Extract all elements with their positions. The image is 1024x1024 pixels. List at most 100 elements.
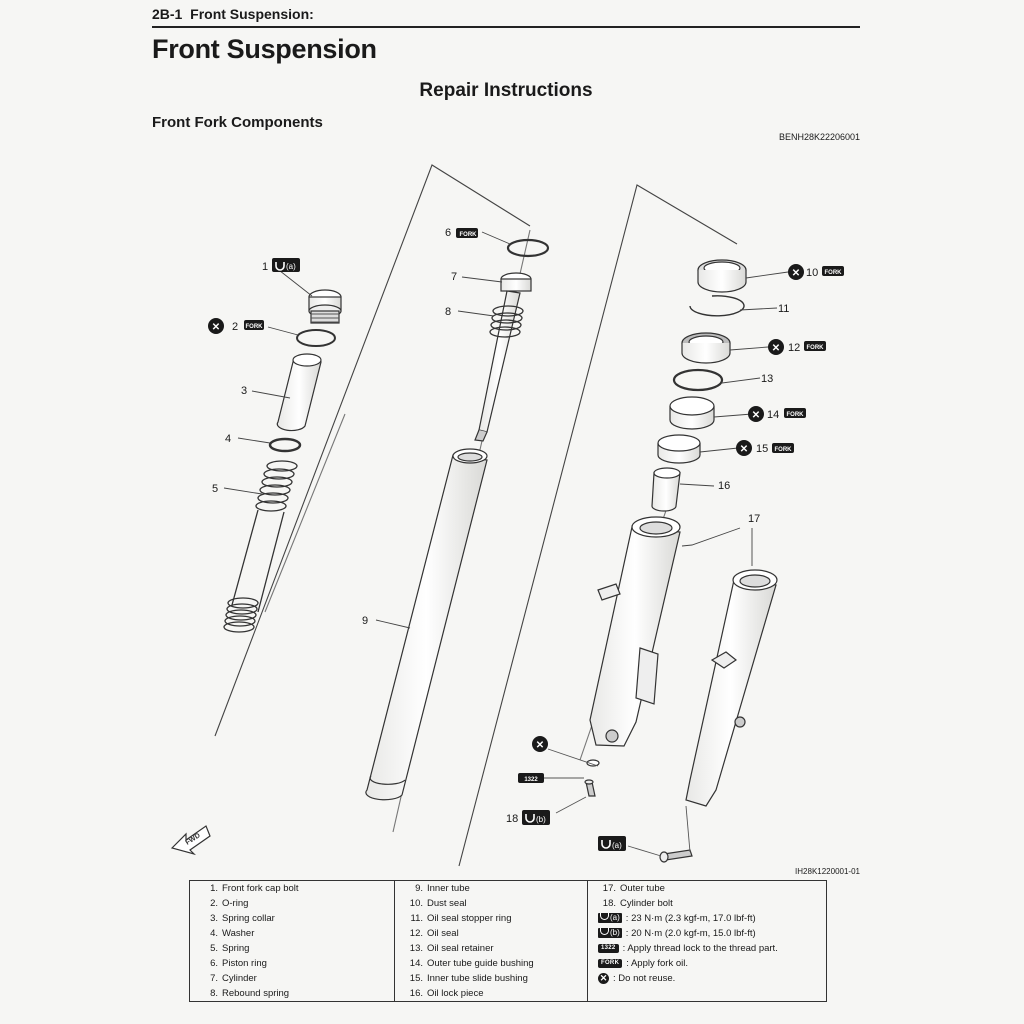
legend-item-text: Washer bbox=[222, 928, 255, 939]
legend-row: 6. Piston ring 14.Outer tube guide bushing… bbox=[189, 956, 827, 971]
fork-oil-icon-14: FORK bbox=[784, 408, 806, 418]
legend-item-text: 23 N·m (2.3 kgf-m, 17.0 lbf-ft) bbox=[631, 913, 756, 924]
svg-text:(a): (a) bbox=[612, 841, 622, 850]
legend-item-text: Apply thread lock to the thread part. bbox=[627, 943, 778, 954]
callout-5: 5 bbox=[212, 483, 218, 495]
legend-cell: FORK: Apply fork oil. bbox=[587, 956, 827, 971]
fork-oil-icon-12: FORK bbox=[804, 341, 826, 351]
callout-3: 3 bbox=[241, 385, 247, 397]
legend-row: 5.Spring 13. Oil seal retainer 1322: Apply … bbox=[189, 941, 827, 956]
legend-item-number: 11. bbox=[410, 913, 423, 924]
legend-item-text: Piston ring bbox=[222, 958, 267, 969]
frame-center bbox=[458, 184, 738, 867]
do-not-reuse-icon: ✕ bbox=[598, 972, 609, 984]
page-header: 2B-1 Front Suspension: bbox=[152, 6, 314, 22]
legend-item-number: 6. bbox=[210, 958, 218, 969]
legend-row: 8.Rebound spring 16. Oil lock piece bbox=[189, 986, 827, 1002]
svg-text:FORK: FORK bbox=[787, 412, 805, 418]
svg-text:✕: ✕ bbox=[792, 268, 800, 279]
legend-item-number: 13. bbox=[409, 943, 423, 954]
torque-tag: (b) bbox=[610, 928, 620, 938]
legend-item-number: 10. bbox=[409, 898, 423, 909]
do-not-reuse-icon-14: ✕ bbox=[748, 406, 764, 422]
legend-cell: 8.Rebound spring bbox=[189, 986, 395, 1002]
legend-item-text: Oil seal retainer bbox=[427, 943, 494, 954]
svg-text:FORK: FORK bbox=[775, 447, 793, 453]
legend-cell: 12.Oil seal bbox=[394, 926, 588, 941]
oil-lock-piece bbox=[651, 467, 681, 512]
legend-cell: (a): 23 N·m (2.3 kgf-m, 17.0 lbf-ft) bbox=[587, 911, 827, 926]
legend-cell: 16. Oil lock piece bbox=[394, 986, 588, 1002]
callout-17: 17 bbox=[748, 513, 760, 525]
svg-text:✕: ✕ bbox=[740, 444, 748, 455]
svg-text:FORK: FORK bbox=[807, 345, 825, 351]
torque-icon: (a) bbox=[598, 913, 622, 924]
svg-text:(b): (b) bbox=[536, 815, 546, 824]
header-code: 2B-1 bbox=[152, 6, 183, 22]
part-number-callouts: 1 2 3 4 5 6 7 8 9 10 11 12 13 14 15 16 1… bbox=[212, 227, 818, 825]
cylinder-bolt-assembly bbox=[528, 748, 600, 814]
legend-item-text: Cylinder bbox=[222, 973, 257, 984]
cylinder-bolt-washer bbox=[586, 759, 600, 767]
legend-cell: 14.Outer tube guide bushing bbox=[394, 956, 588, 971]
legend-cell: 7. Cylinder bbox=[189, 971, 395, 986]
o-ring bbox=[296, 329, 336, 347]
callout-7: 7 bbox=[451, 271, 457, 283]
callout-6: 6 bbox=[445, 227, 451, 239]
do-not-reuse-icon-18-washer: ✕ bbox=[532, 736, 548, 752]
svg-text:1322: 1322 bbox=[524, 777, 538, 783]
callout-14: 14 bbox=[767, 409, 779, 421]
legend-cell: 6. Piston ring bbox=[189, 956, 395, 971]
legend-item-number: 1. bbox=[210, 883, 218, 894]
legend-cell: ✕: Do not reuse. bbox=[587, 971, 827, 986]
legend-item-text: Spring bbox=[222, 943, 250, 954]
legend-item-text: Spring collar bbox=[222, 913, 275, 924]
callout-1: 1 bbox=[262, 261, 268, 273]
svg-text:✕: ✕ bbox=[536, 740, 544, 751]
legend-item-number: 3. bbox=[210, 913, 218, 924]
legend-item-number: 14. bbox=[409, 958, 423, 969]
callout-2: 2 bbox=[232, 321, 238, 333]
figure-code: IH28K1220001-01 bbox=[795, 867, 860, 876]
legend-cell: 11.Oil seal stopper ring bbox=[394, 911, 588, 926]
callout-8: 8 bbox=[445, 306, 451, 318]
section-title: Repair Instructions bbox=[419, 80, 593, 101]
cylinder bbox=[474, 272, 532, 442]
legend-item-text: Oil seal bbox=[427, 928, 459, 939]
fork-oil-icon-6: FORK bbox=[456, 228, 478, 238]
legend-item-text: Oil lock piece bbox=[427, 988, 484, 999]
header-rule bbox=[152, 26, 860, 28]
fork-oil-icon-2: FORK bbox=[244, 320, 264, 330]
legend-item-text: Do not reuse. bbox=[618, 973, 676, 985]
svg-text:✕: ✕ bbox=[212, 322, 220, 333]
legend-item-text: Dust seal bbox=[427, 898, 467, 909]
thread-lock-icon: 1322 bbox=[518, 773, 544, 783]
page-title: Front Suspension bbox=[152, 34, 377, 64]
callout-15: 15 bbox=[756, 443, 768, 455]
legend-colon: : bbox=[626, 958, 631, 969]
legend-item-number: 2. bbox=[210, 898, 218, 909]
legend-item-number: 7. bbox=[210, 973, 218, 984]
do-not-reuse-icon-2: ✕ bbox=[208, 318, 224, 334]
do-not-reuse-marks: ✕ ✕ ✕ ✕ ✕ ✕ bbox=[208, 264, 804, 752]
legend-item-number: 8. bbox=[210, 988, 218, 999]
legend-cell: 2.O-ring bbox=[189, 896, 395, 911]
legend-item-number: 17. bbox=[602, 883, 616, 894]
inner-tube-slide-bushing bbox=[657, 434, 701, 464]
legend-item-text: Apply fork oil. bbox=[630, 958, 688, 969]
legend-item-number: 16. bbox=[409, 988, 423, 999]
legend-cell: 13. Oil seal retainer bbox=[394, 941, 588, 956]
callout-9: 9 bbox=[362, 615, 368, 627]
legend-cell: 5.Spring bbox=[189, 941, 395, 956]
legend-cell: 1.Front fork cap bolt bbox=[189, 880, 395, 896]
callout-10: 10 bbox=[806, 267, 818, 279]
torque-b-icon-18: (b) bbox=[522, 810, 550, 825]
legend-item-number: 9. bbox=[415, 883, 423, 894]
thread-lock-icon: 1322 bbox=[598, 943, 619, 954]
legend-colon: : bbox=[622, 943, 628, 954]
